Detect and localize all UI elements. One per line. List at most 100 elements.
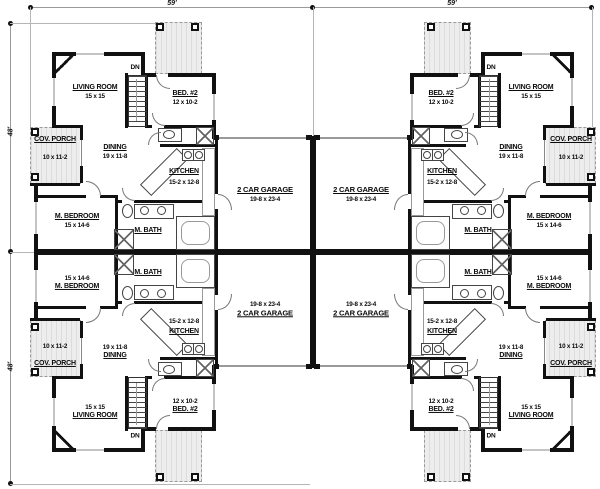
- wall-mbed-top-b: [100, 306, 115, 309]
- wall-mbed-top-a: [540, 195, 592, 198]
- wall-bed2-top: [410, 427, 458, 431]
- bath2-shower: [196, 127, 214, 145]
- wall-garage-center: [313, 254, 316, 368]
- mbath-sink: [460, 289, 469, 298]
- master-bedroom-label: M. BEDROOM: [54, 213, 100, 220]
- mbed-door-arc: [525, 181, 540, 196]
- kitchen-label: KITCHEN: [427, 327, 457, 335]
- bed2-size: 12 x 10-2: [428, 397, 454, 405]
- living-room-size: 15 x 15: [521, 93, 541, 100]
- dining-label: DINING: [103, 144, 127, 151]
- living-room-size: 15 x 15: [521, 403, 541, 411]
- bed2-door-arc: [152, 113, 165, 126]
- fireplace: [552, 430, 572, 450]
- front-door-arc: [456, 415, 470, 429]
- wall-mbed-top-a: [34, 195, 86, 198]
- wall-mbed-top-a: [34, 306, 86, 309]
- mbath-sink: [157, 206, 166, 215]
- living-room-label: LIVING ROOM: [508, 84, 554, 91]
- porch-post: [191, 23, 199, 31]
- front-door-arc: [456, 75, 470, 89]
- garage-door-cap: [314, 364, 320, 369]
- dining-size: 19 x 11-8: [498, 153, 524, 160]
- porch-post: [156, 23, 164, 31]
- covered-porch-label: COV. PORCH: [34, 359, 76, 367]
- bath2-sink: [451, 130, 463, 139]
- dining-label: DINING: [499, 144, 523, 151]
- wall-porch-bottom: [30, 318, 80, 321]
- wall-garage-center: [310, 136, 313, 250]
- wall-entry-stub: [148, 73, 156, 77]
- dimension-dot: [8, 249, 13, 254]
- mbath-sink: [477, 289, 486, 298]
- mbath-shower: [114, 229, 134, 250]
- stairs-dn-label: DN: [130, 432, 140, 440]
- mbath-vanity: [452, 204, 492, 219]
- kitchen-label: KITCHEN: [427, 168, 457, 175]
- wall-bed2-bottom-a: [148, 376, 152, 379]
- extension-line: [10, 23, 156, 24]
- dimension-dot: [310, 5, 315, 10]
- hall-door-arc: [122, 188, 135, 201]
- living-room-label: LIVING ROOM: [72, 411, 118, 419]
- wall-mbed-top-b: [100, 195, 115, 198]
- window: [522, 52, 550, 56]
- stair-arrow: [489, 383, 490, 425]
- porch-post: [191, 473, 199, 481]
- wall-entry-stub: [470, 427, 478, 431]
- wall-entry-stub: [470, 73, 478, 77]
- bed2-label: BED. #2: [172, 90, 198, 97]
- dimension-label-59-right: 59': [447, 0, 457, 7]
- porch-post: [31, 173, 39, 181]
- bath2-shower: [412, 127, 430, 145]
- sink-bowl: [195, 345, 203, 353]
- toilet: [122, 204, 133, 218]
- wall-stairs-left: [498, 73, 501, 128]
- covered-porch-size: 10 x 11-2: [42, 154, 68, 161]
- garage-door-cap: [306, 135, 312, 140]
- hall-door-arc: [122, 303, 135, 316]
- garden-tub-inner: [416, 259, 445, 283]
- garage-label: 2 CAR GARAGE: [237, 308, 293, 318]
- dimension-label-48-bottom: 48': [7, 361, 15, 372]
- window: [34, 270, 38, 302]
- wall-mbed-bath: [115, 195, 118, 250]
- kitchen-label: KITCHEN: [169, 168, 199, 175]
- mbath-sink: [140, 206, 149, 215]
- kitchen-size: 15-2 x 12-8: [426, 317, 457, 325]
- master-bedroom-size: 15 x 14-6: [536, 222, 562, 229]
- garage-door-cap: [306, 364, 312, 369]
- wall-bed2-bottom-a: [148, 125, 152, 128]
- sink-bowl: [195, 151, 203, 159]
- mbath-vanity: [452, 285, 492, 300]
- dining-size: 19 x 11-8: [102, 343, 128, 351]
- garage-door-line: [319, 137, 408, 139]
- bath2-shower: [196, 359, 214, 377]
- kitchen-counter: [202, 148, 215, 216]
- cooktop-burner: [434, 151, 442, 159]
- porch-slider-door: [543, 140, 546, 166]
- garage-label: 2 CAR GARAGE: [237, 185, 293, 194]
- garage-door-cap: [213, 135, 219, 140]
- window: [34, 202, 38, 234]
- garage-size: 19-8 x 23-4: [345, 300, 376, 308]
- garage-label: 2 CAR GARAGE: [333, 308, 389, 318]
- toilet: [493, 286, 504, 300]
- wall-stairs-left: [125, 73, 128, 128]
- covered-porch-label: COV. PORCH: [34, 136, 76, 143]
- living-room-label: LIVING ROOM: [508, 411, 554, 419]
- wall-bath-top-a: [504, 301, 508, 304]
- stair-arrow: [136, 79, 137, 121]
- toilet: [493, 204, 504, 218]
- wall-step: [543, 125, 574, 128]
- toilet: [122, 286, 133, 300]
- hall-door-arc: [491, 188, 504, 201]
- garden-tub-inner: [181, 259, 210, 283]
- wall-garage-center: [313, 136, 316, 250]
- dining-label: DINING: [103, 351, 127, 359]
- garden-tub-inner: [416, 221, 445, 245]
- wall-step: [52, 125, 83, 128]
- window: [76, 448, 104, 452]
- bath2-sink: [451, 365, 463, 374]
